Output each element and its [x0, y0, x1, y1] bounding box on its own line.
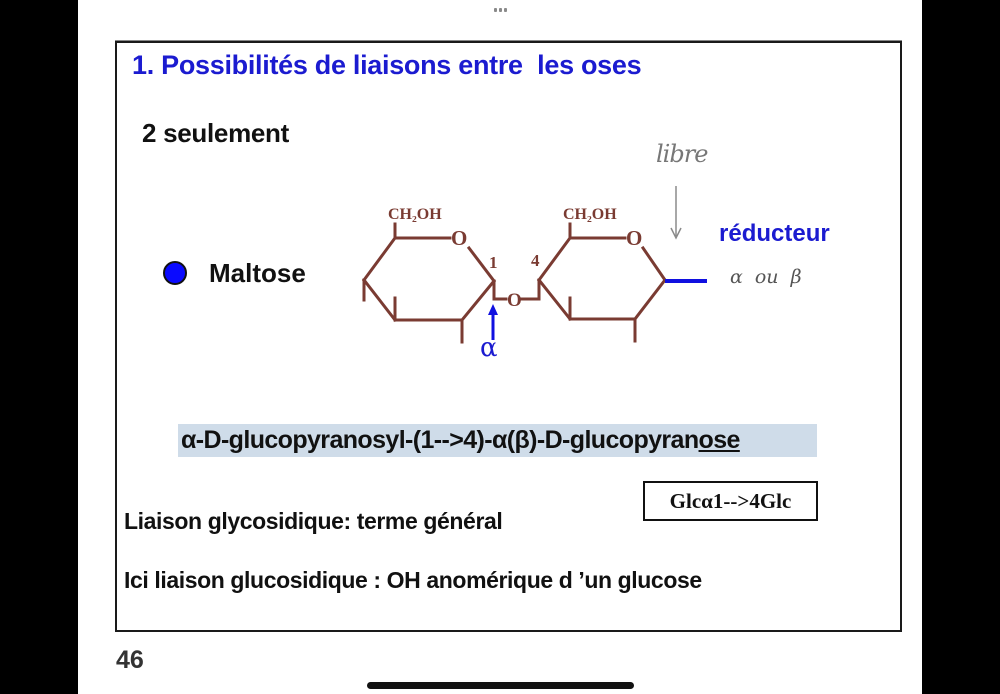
- maltose-label: Maltose: [209, 258, 306, 288]
- slide-subtitle: 2 seulement: [142, 118, 289, 148]
- slide-title: 1. Possibilités de liaisons entre les os…: [132, 50, 642, 80]
- handwritten-alpha-beta-annotation: α ou β: [730, 266, 802, 288]
- more-options-icon[interactable]: [490, 8, 510, 14]
- handwritten-libre-annotation: libre: [656, 140, 708, 168]
- bullet-circle-icon: [163, 261, 187, 285]
- iupac-name-highlight: α-D-glucopyranosyl-(1-->4)-α(β)-D-glucop…: [178, 424, 817, 457]
- reducteur-label: réducteur: [719, 220, 830, 247]
- abbreviation-text: Glcα1-->4Glc: [669, 488, 792, 513]
- abbreviation-box: Glcα1-->4Glc: [643, 481, 818, 521]
- glycosidic-definition-text: Liaison glycosidique: terme général: [124, 508, 503, 534]
- home-indicator-bar[interactable]: [367, 682, 634, 689]
- iupac-name-text: α-D-glucopyranosyl-(1-->4)-α(β)-D-glucop…: [181, 426, 699, 454]
- slide-frame: [115, 41, 902, 632]
- alpha-anomer-label: α: [480, 333, 498, 363]
- iupac-name-underlined-suffix: ose: [698, 426, 741, 454]
- page-number: 46: [116, 646, 144, 674]
- glucosidic-definition-text: Ici liaison glucosidique : OH anomérique…: [124, 567, 702, 593]
